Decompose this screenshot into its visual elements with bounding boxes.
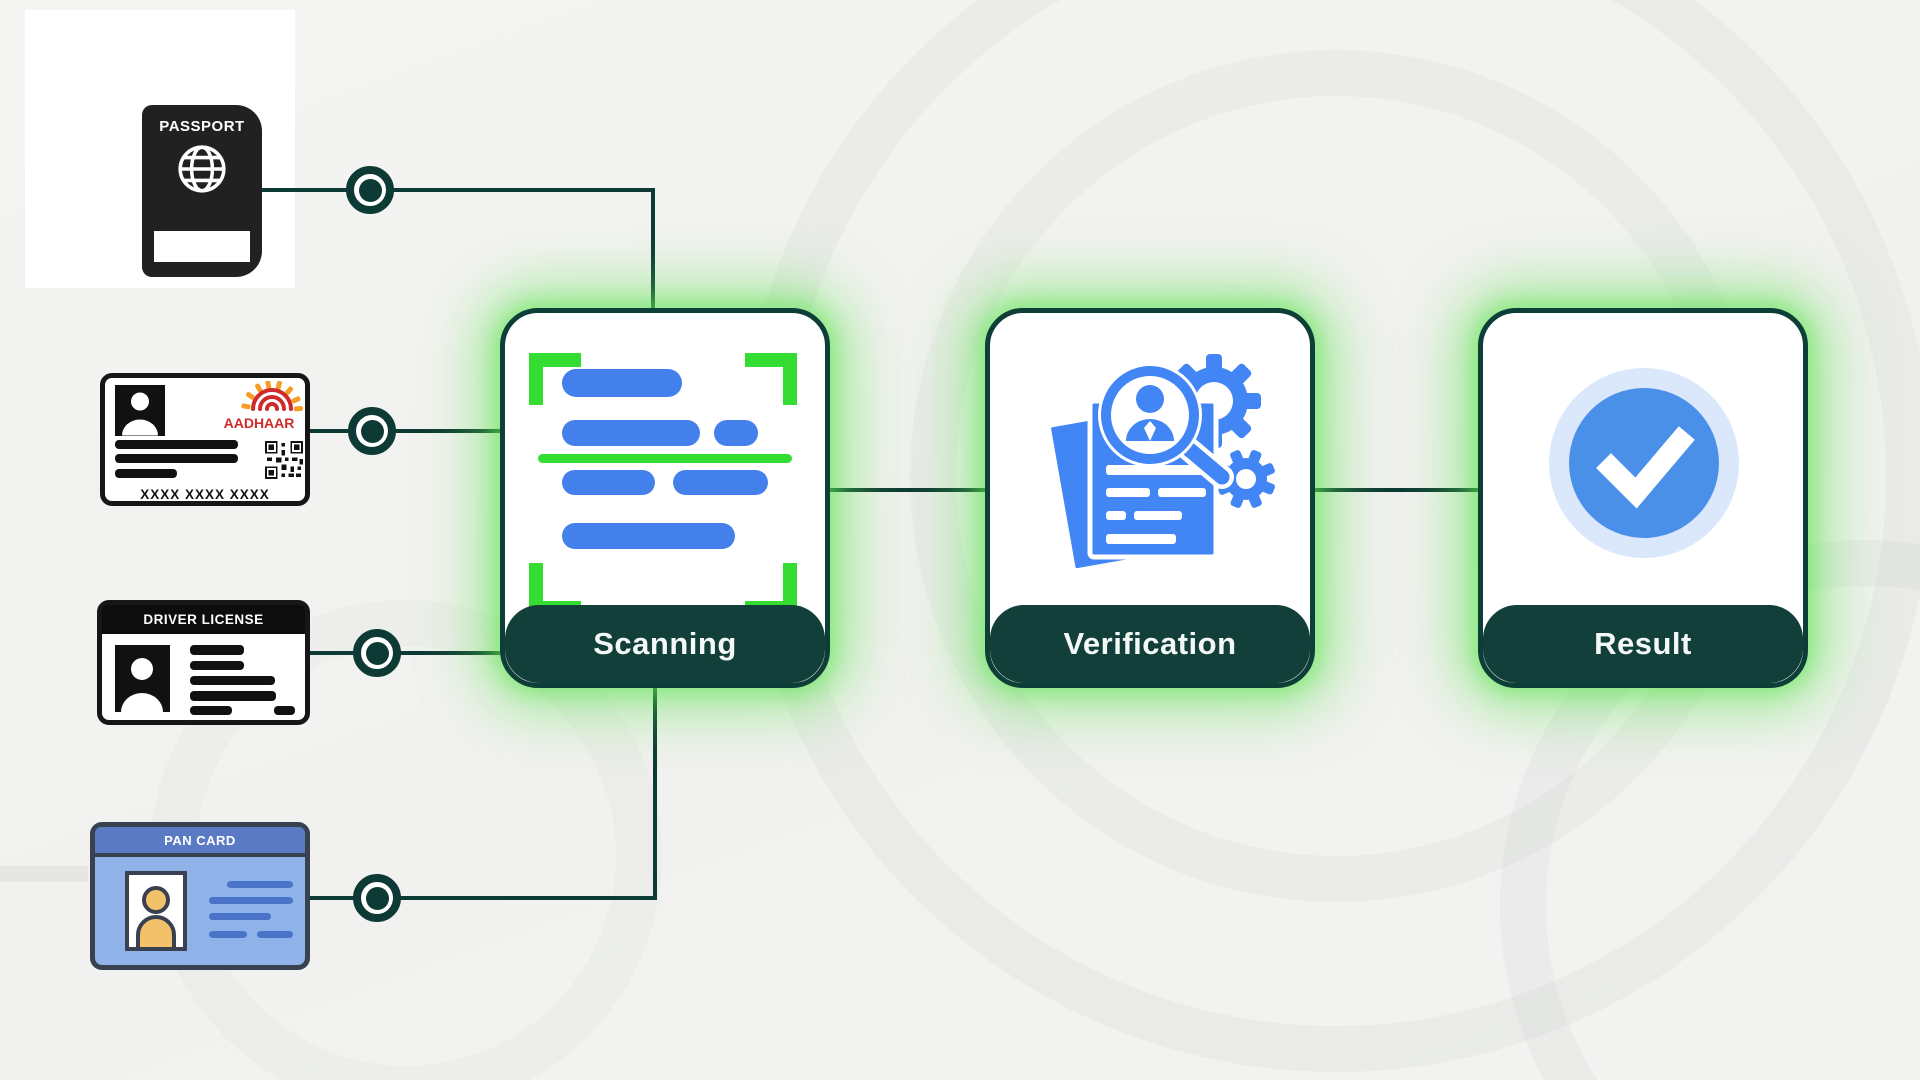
text-line: [209, 913, 271, 920]
scanned-text-line: [562, 420, 700, 446]
connector-line-pan: [310, 896, 657, 900]
text-line: [274, 706, 295, 715]
aadhaar-number-mask: XXXX XXXX XXXX: [140, 487, 270, 502]
connector-node: [346, 166, 394, 214]
text-line: [115, 469, 177, 478]
connector-node-dot: [365, 641, 389, 665]
scan-line: [538, 454, 792, 463]
avatar-icon: [115, 645, 170, 712]
aadhaar-logo-text: AADHAAR: [223, 415, 295, 431]
driver-license-label: DRIVER LICENSE: [143, 612, 264, 627]
document-card-aadhaar: AADHAAR XXXX XXXX XXXX: [100, 373, 310, 506]
connector-line-verify-result: [1311, 488, 1481, 492]
scanned-text-line: [562, 470, 655, 495]
text-line: [190, 691, 276, 701]
result-icon-area: [1483, 313, 1803, 605]
connector-node: [353, 629, 401, 677]
stage-band-result: Result: [1483, 605, 1803, 683]
check-circle: [1569, 388, 1719, 538]
text-line: [190, 706, 232, 715]
scanned-text-line: [673, 470, 768, 495]
person-icon: [136, 886, 176, 947]
text-line: [257, 931, 293, 938]
check-halo: [1549, 368, 1739, 558]
driver-license-header: DRIVER LICENSE: [102, 605, 305, 634]
stage-card-result: Result: [1478, 308, 1808, 688]
check-icon: [1596, 426, 1695, 509]
scan-corner-icon: [745, 353, 797, 405]
scan-frame-icon: [505, 313, 825, 615]
text-line: [115, 454, 238, 463]
connector-line-aadhaar: [310, 429, 506, 433]
scanned-text-line: [714, 420, 758, 446]
pan-card-header: PAN CARD: [95, 827, 305, 857]
scanned-text-line: [562, 523, 735, 549]
text-line: [115, 440, 238, 449]
connector-line-passport-drop: [651, 188, 655, 312]
document-card-driver-license: DRIVER LICENSE: [97, 600, 310, 725]
aadhaar-sun-icon: [241, 381, 303, 412]
person-icon: [1136, 385, 1164, 413]
text-line: [209, 897, 293, 904]
pan-card-label: PAN CARD: [164, 832, 236, 848]
document-card-passport: PASSPORT: [142, 105, 262, 277]
background-chip: [0, 866, 88, 882]
connector-node-dot: [360, 419, 384, 443]
avatar-icon: [115, 385, 165, 436]
text-line: [227, 881, 293, 888]
connector-line-scan-verify: [826, 488, 988, 492]
text-line: [190, 645, 244, 655]
gear-icon: [1217, 450, 1275, 508]
stage-band-scanning: Scanning: [505, 605, 825, 683]
stage-label-scanning: Scanning: [593, 626, 737, 661]
document-search-icon: [990, 313, 1310, 605]
stage-card-verification: Verification: [985, 308, 1315, 688]
scan-corner-icon: [529, 353, 581, 405]
passport-label: PASSPORT: [159, 118, 245, 135]
text-line: [190, 676, 275, 685]
scanned-text-line: [562, 369, 682, 397]
connector-node: [348, 407, 396, 455]
document-card-pan: PAN CARD: [90, 822, 310, 970]
passport-blank-strip: [154, 231, 250, 262]
stage-band-verification: Verification: [990, 605, 1310, 683]
stage-label-verification: Verification: [1063, 626, 1237, 661]
text-line: [209, 931, 247, 938]
stage-label-result: Result: [1594, 626, 1692, 661]
verification-illustration: [1046, 354, 1275, 574]
connector-node-dot: [358, 178, 382, 202]
connector-line-driver: [310, 651, 510, 655]
stage-card-scanning: Scanning: [500, 308, 830, 688]
pan-photo: [125, 871, 187, 951]
connector-node-dot: [365, 886, 389, 910]
connector-node: [353, 874, 401, 922]
text-line: [190, 661, 244, 670]
connector-line-passport: [262, 188, 655, 192]
connector-line-pan-rise: [653, 686, 657, 898]
qr-code-icon: [265, 441, 303, 479]
globe-icon: [178, 145, 226, 193]
